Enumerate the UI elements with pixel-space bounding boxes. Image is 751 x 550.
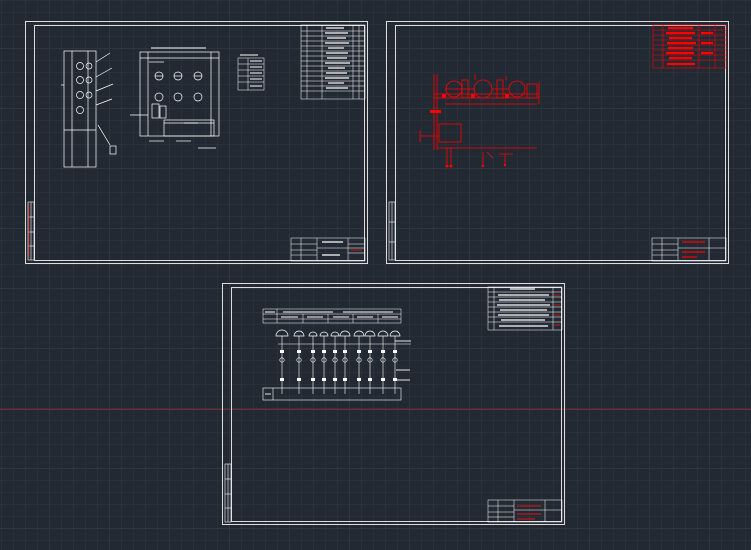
drawing-sheet-3[interactable]	[222, 283, 565, 525]
sheet-1-graphics	[27, 24, 366, 262]
sheet-3-title-block	[487, 499, 563, 523]
sheet-1-spec-table	[300, 24, 366, 100]
drawing-sheet-2[interactable]	[386, 21, 729, 264]
sheet-2-border	[395, 25, 726, 261]
sheet-2-spec-text	[666, 26, 713, 66]
sheet-1-border	[34, 25, 365, 261]
sheet-2-side-stamp	[388, 201, 396, 261]
sheet-3-spec-text	[497, 288, 550, 327]
sheet-1-legend	[237, 57, 265, 91]
sheet-3-bottom-table	[262, 387, 402, 401]
sheet-1-section-view	[61, 50, 117, 168]
sheet-2-title-block	[651, 237, 727, 262]
sheet-2-piping-schematic	[419, 74, 540, 166]
sheet-3-side-notes	[265, 340, 411, 395]
sheet-3-feeder-nodes	[280, 350, 397, 381]
sheet-3-border	[231, 287, 562, 522]
sheet-2-title-text	[682, 241, 705, 258]
sheet-1-front-view	[130, 51, 220, 149]
sheet-2-graphics	[388, 24, 727, 262]
sheet-3-spec-accent	[554, 294, 560, 326]
sheet-1-front-view-dims	[151, 47, 206, 124]
sheet-3-feeder-lines	[278, 336, 411, 394]
sheet-3-header-table	[262, 308, 402, 324]
sheet-1-title-text	[322, 241, 343, 256]
sheet-2-spec-table	[652, 24, 727, 69]
sheet-1-spec-text	[325, 27, 350, 89]
drawing-sheet-1[interactable]	[25, 21, 368, 264]
sheet-3-header-text	[265, 311, 398, 318]
sheet-3-breaker-icons	[275, 329, 401, 337]
x-axis-line	[0, 409, 751, 410]
sheet-3-spec-table	[487, 286, 563, 331]
sheet-3-side-stamp	[224, 463, 232, 523]
sheet-1-title-block	[290, 237, 366, 262]
sheet-3-graphics	[224, 286, 563, 523]
sheet-3-feeder-circles	[279, 357, 398, 363]
sheet-1-legend-text	[240, 54, 262, 87]
sheet-3-title-accent	[517, 505, 541, 520]
sheet-2-piping-fittings	[430, 94, 509, 168]
